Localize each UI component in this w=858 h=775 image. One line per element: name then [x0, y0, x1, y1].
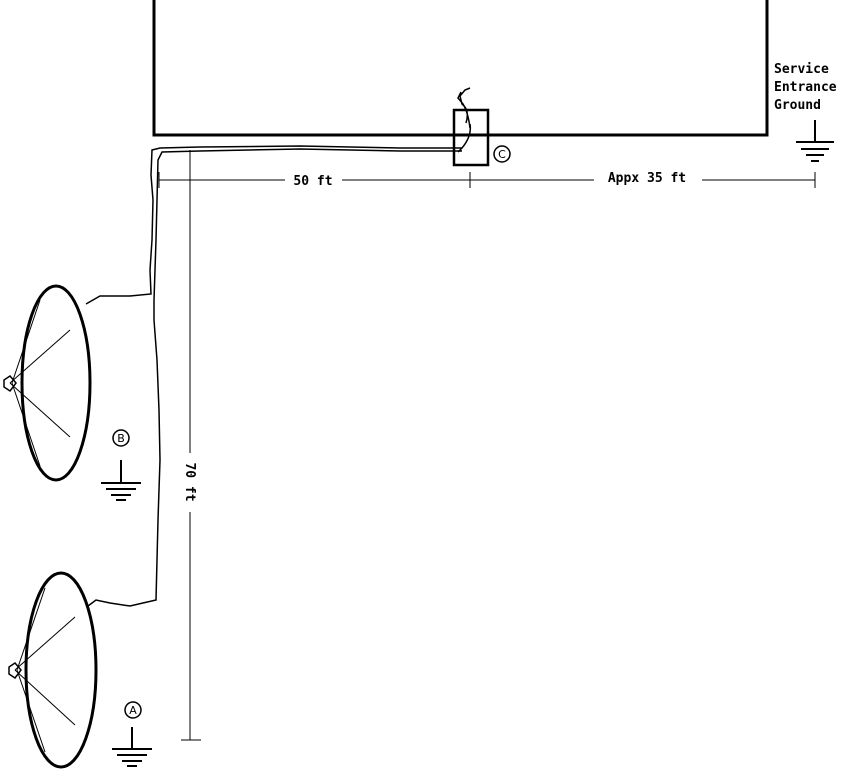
satellite-dish-icon [8, 571, 98, 769]
ground-symbol-icon [101, 460, 141, 501]
box-c-wire-inner [457, 123, 472, 153]
box-c-wire-top [457, 87, 471, 129]
marker-b: B [112, 429, 130, 447]
dimension-70ft-label: 70 ft [182, 462, 197, 501]
service-entrance-label-2: Entrance [774, 80, 837, 95]
dimension-50ft-label: 50 ft [293, 174, 332, 189]
marker-c-label: C [498, 148, 506, 161]
marker-b-label: B [117, 432, 125, 445]
dimension-50ft: 50 ft [158, 172, 471, 189]
service-entrance-label-1: Service [774, 62, 829, 77]
dimension-35ft: Appx 35 ft [470, 171, 816, 188]
ground-wire-run [85, 145, 462, 607]
marker-a: A [124, 701, 142, 719]
satellite-dish-icon [3, 284, 92, 482]
marker-c: C [493, 145, 511, 163]
ground-symbol-icon [112, 727, 152, 767]
grounding-block-c [452, 108, 490, 167]
ground-symbol-icon [796, 120, 834, 162]
service-entrance-label-3: Ground [774, 98, 821, 113]
marker-a-label: A [129, 704, 137, 717]
dimension-35ft-label: Appx 35 ft [608, 171, 686, 186]
dimension-70ft: 70 ft [181, 150, 201, 741]
house-outline [152, 0, 769, 137]
